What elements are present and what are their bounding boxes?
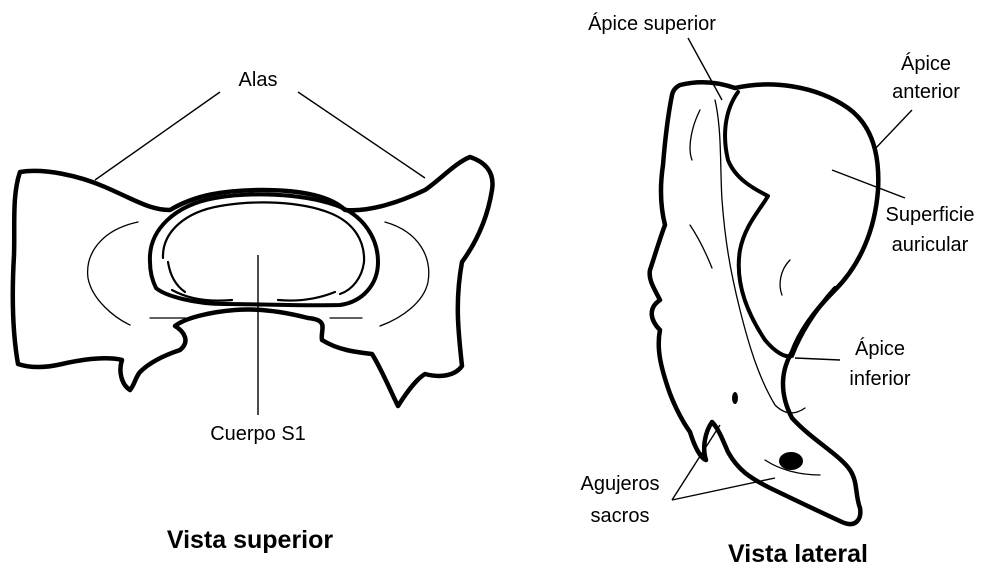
superficie-auricular-label-2: auricular — [892, 234, 969, 256]
apice-superior-label: Ápice superior — [588, 12, 716, 35]
apice-inferior-label-1: Ápice — [855, 337, 905, 360]
lateral-view: Ápice superior Ápice anterior Superficie… — [581, 12, 975, 568]
lateral-view-caption: Vista lateral — [728, 540, 868, 568]
cuerpo-s1-label: Cuerpo S1 — [210, 423, 306, 445]
alas-label: Alas — [239, 69, 278, 91]
sacrum-lateral-outline — [650, 82, 879, 524]
apice-inferior-label-2: inferior — [849, 368, 910, 390]
sacral-foramen-small — [732, 392, 738, 404]
agujeros-sacros-label-2: sacros — [591, 505, 650, 527]
agujeros-leader-2 — [672, 478, 775, 500]
alas-leader-left — [95, 92, 220, 180]
superficie-auricular-label-1: Superficie — [886, 204, 975, 226]
apice-inferior-leader — [795, 358, 840, 360]
alas-leader-right — [298, 92, 425, 178]
sacral-foramen-large — [779, 452, 803, 470]
agujeros-sacros-label-1: Agujeros — [581, 473, 660, 495]
apice-anterior-label-2: anterior — [892, 81, 960, 103]
apice-anterior-label-1: Ápice — [901, 52, 951, 75]
superior-view-caption: Vista superior — [167, 526, 334, 554]
superior-view: Alas Cuerpo S1 Vista superior — [13, 69, 493, 554]
apice-anterior-leader — [874, 110, 912, 150]
